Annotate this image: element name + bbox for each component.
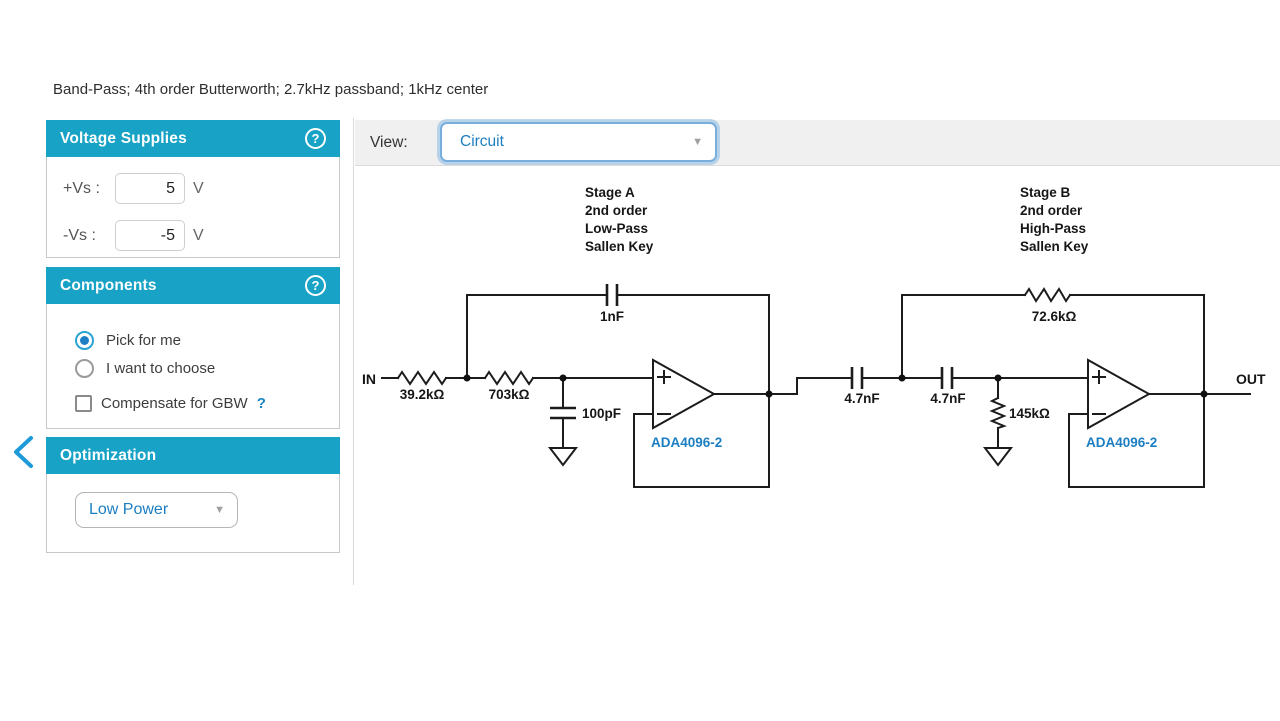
circuit-schematic: Stage A 2nd order Low-Pass Sallen Key St… [362,185,1266,488]
positive-supply-label: +Vs : [63,179,100,197]
wire [901,294,1026,379]
opamp-icon [1087,358,1152,430]
resistor-icon [396,370,448,386]
wire [796,377,853,395]
optimization-dropdown[interactable]: Low Power ▼ [75,492,238,528]
radio-button-icon[interactable] [75,331,94,350]
stage-a-cfb-value: 1nF [600,309,624,324]
wire [1068,393,1205,488]
negative-supply-row: -Vs : V [47,220,339,251]
wire [633,393,770,488]
ground-icon [982,447,1014,467]
resistor-icon [1023,287,1072,303]
negative-supply-label: -Vs : [63,226,96,244]
stage-a-r2-value: 703kΩ [489,387,530,402]
node-dot [1200,390,1208,398]
stage-a-order: 2nd order [585,203,648,218]
collapse-sidebar-chevron-icon[interactable] [8,434,38,470]
radio-i-want-to-choose-label: I want to choose [106,360,216,377]
voltage-supplies-title: Voltage Supplies [60,129,187,147]
node-dot [463,374,471,382]
view-dropdown[interactable]: Circuit ▼ [440,122,717,162]
optimization-dropdown-value: Low Power [89,501,169,518]
stage-b-type: High-Pass [1020,221,1086,236]
sidebar-divider [353,118,354,585]
opamp-icon [652,358,717,430]
compensate-gbw-row[interactable]: Compensate for GBW ? [75,395,266,412]
view-dropdown-value: Circuit [460,133,504,150]
node-dot [765,390,773,398]
stage-b-c1-value: 4.7nF [844,391,879,406]
positive-supply-input[interactable] [115,173,185,204]
node-dot [559,374,567,382]
stage-b-c2-value: 4.7nF [930,391,965,406]
node-dot [898,374,906,382]
stage-a-opamp-part: ADA4096-2 [651,435,722,450]
stage-a-topology: Sallen Key [585,239,654,254]
checkbox-icon[interactable] [75,395,92,412]
radio-pick-for-me[interactable]: Pick for me [75,331,181,350]
chevron-down-icon: ▼ [214,504,225,516]
components-panel: Pick for me I want to choose Compensate … [46,303,340,429]
positive-supply-unit: V [193,179,204,197]
gbw-help-icon[interactable]: ? [256,395,266,412]
view-toolbar: View: Circuit ▼ [355,120,1280,166]
help-icon[interactable]: ? [305,275,326,296]
components-title: Components [60,276,157,294]
positive-supply-row: +Vs : V [47,173,339,204]
optimization-panel: Low Power ▼ [46,472,340,553]
help-icon[interactable]: ? [305,128,326,149]
in-label: IN [362,371,376,387]
stage-a-r1-value: 39.2kΩ [400,387,445,402]
view-label: View: [370,133,408,151]
radio-button-icon[interactable] [75,359,94,378]
radio-pick-for-me-label: Pick for me [106,332,182,349]
voltage-supplies-panel: +Vs : V -Vs : V [46,156,340,258]
wire [466,294,608,379]
compensate-gbw-label: Compensate for GBW [101,395,248,412]
chevron-down-icon: ▼ [692,136,703,148]
node-dot [994,374,1002,382]
components-header: Components ? [46,267,340,304]
wire [616,294,770,395]
stage-b-rfb-value: 72.6kΩ [1032,309,1077,324]
stage-b-order: 2nd order [1020,203,1083,218]
stage-b-opamp-part: ADA4096-2 [1086,435,1157,450]
stage-b-rgnd-value: 145kΩ [1009,406,1050,421]
negative-supply-unit: V [193,226,204,244]
radio-i-want-to-choose[interactable]: I want to choose [75,359,215,378]
optimization-title: Optimization [60,446,157,464]
ground-icon [547,447,579,467]
out-label: OUT [1236,371,1266,387]
voltage-supplies-header: Voltage Supplies ? [46,120,340,157]
wire [1069,294,1205,395]
stage-b-topology: Sallen Key [1020,239,1089,254]
stage-a-cgnd-value: 100pF [582,406,621,421]
optimization-header: Optimization [46,437,340,474]
resistor-icon [989,396,1007,430]
resistor-icon [483,370,535,386]
stage-a-type: Low-Pass [585,221,648,236]
page-title: Band-Pass; 4th order Butterworth; 2.7kHz… [53,81,489,98]
stage-b-title: Stage B [1020,185,1071,200]
stage-a-title: Stage A [585,185,635,200]
negative-supply-input[interactable] [115,220,185,251]
